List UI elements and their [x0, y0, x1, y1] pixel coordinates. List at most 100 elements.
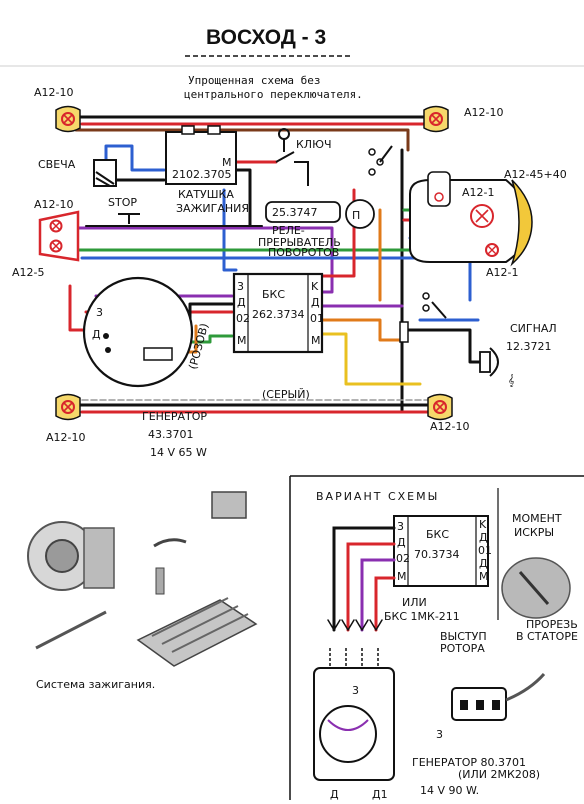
- variant-term-right-2: Д: [479, 531, 488, 544]
- variant-term-right-5: M: [479, 570, 489, 583]
- horn-label-line-1: СИГНАЛ: [510, 322, 557, 335]
- relay-model: 25.3747: [272, 206, 318, 219]
- variant-or-label: ИЛИ: [402, 596, 427, 609]
- lamp-label-bottom-right: A12-10: [430, 420, 470, 433]
- bks-term-left-1: 3: [237, 280, 244, 293]
- spark-plug: [93, 159, 117, 187]
- turn-switch: [368, 145, 393, 176]
- wire-yellow-bks-right: [320, 332, 422, 386]
- variant-pin-3-top: 3: [352, 684, 359, 697]
- relay-label-line-3: ПОВОРОТОВ: [268, 246, 339, 259]
- horn-label-line-2: 12.3721: [506, 340, 552, 353]
- variant-slot-line-1: ПРОРЕЗЬ: [526, 618, 578, 631]
- variant-bks-model: 70.3734: [414, 548, 460, 561]
- lamp-bottom-left: [55, 393, 81, 421]
- lamp-bottom-right: [427, 393, 453, 421]
- relay-label-line-2: ПРЕРЫВАТЕЛЬ: [258, 236, 341, 249]
- bks-module: [232, 272, 324, 354]
- horn: 𝄞: [479, 347, 515, 387]
- generator-model: 43.3701: [148, 428, 194, 441]
- wire-violet-top: [68, 226, 334, 294]
- variant-term-right-4: Д: [479, 557, 488, 570]
- stop-label: STOP: [108, 196, 137, 209]
- bks-model: 262.3734: [252, 308, 305, 321]
- lamp-top-left: [55, 105, 81, 133]
- switch-block: [399, 292, 447, 343]
- bks-term-right-1: K: [311, 280, 319, 293]
- bks-term-left-3: 02: [236, 312, 250, 325]
- svg-text:Д: Д: [92, 328, 101, 341]
- relay-label-line-1: РЕЛЕ-: [272, 224, 305, 237]
- variant-title: ВАРИАНТ СХЕМЫ: [316, 490, 439, 503]
- headlight: [409, 171, 533, 267]
- variant-rotor-line-1: ВЫСТУП: [440, 630, 487, 643]
- variant-frame: [289, 475, 584, 800]
- variant-bks-title: БКС: [426, 528, 449, 541]
- variant-bks-module: [393, 515, 489, 587]
- variant-bks-alt: БКС 1МК-211: [384, 610, 460, 623]
- variant-pin-3: 3: [436, 728, 443, 741]
- bks-term-left-2: Д: [237, 296, 246, 309]
- coil-label-line-1: КАТУШКА: [178, 188, 234, 201]
- lamp-label-mid-left-lower: A12-5: [12, 266, 45, 279]
- ignition-system-illustration: [27, 491, 258, 667]
- lamp-label-headlight: A12-45+40: [504, 168, 567, 181]
- variant-generator-line-2: (ИЛИ 2МК208): [458, 768, 540, 781]
- variant-term-left-3: 02: [396, 552, 410, 565]
- variant-generator-line-1: ГЕНЕРАТОР 80.3701: [412, 756, 526, 769]
- variant-term-right-3: 01: [478, 544, 492, 557]
- page-title: ВОСХОД - 3: [206, 26, 326, 49]
- coil-m-terminal: M: [222, 156, 232, 169]
- ignition-system-caption: Система зажигания.: [36, 678, 155, 691]
- variant-wires: [327, 526, 396, 632]
- lamp-label-bottom-left: A12-10: [46, 431, 86, 444]
- bks-term-right-3: 01: [310, 312, 324, 325]
- variant-connector: [451, 673, 546, 721]
- wire-green: [68, 230, 442, 252]
- svg-text:𝄞: 𝄞: [508, 374, 515, 387]
- bks-term-right-2: Д: [311, 296, 320, 309]
- variant-moment-line-2: ИСКРЫ: [514, 526, 554, 539]
- coil-label-line-2: ЗАЖИГАНИЯ: [176, 202, 249, 215]
- bks-term-left-4: M: [237, 334, 247, 347]
- lamp-label-top-left: A12-10: [34, 86, 74, 99]
- variant-term-left-4: M: [397, 570, 407, 583]
- generator-label: ГЕНЕРАТОР: [142, 410, 207, 423]
- generator-spec: 14 V 65 W: [150, 446, 207, 459]
- svg-text:П: П: [352, 209, 360, 222]
- key-label: КЛЮЧ: [296, 138, 332, 151]
- variant-term-right-1: K: [479, 518, 487, 531]
- lamp-label-top-right: A12-10: [464, 106, 504, 119]
- variant-generator: [313, 648, 395, 781]
- spark-plug-label: СВЕЧА: [38, 158, 76, 171]
- variant-pin-d1: Д1: [372, 788, 388, 800]
- lamp-label-mid-left: A12-10: [34, 198, 74, 211]
- bks-term-right-4: M: [311, 334, 321, 347]
- wire-orange-bks-right: [320, 318, 404, 342]
- variant-rotor-photo: [501, 557, 571, 619]
- lamp-mid-left: [38, 210, 80, 262]
- lamp-label-headlight-a: A12-1: [462, 186, 495, 199]
- variant-rotor-line-2: РОТОРА: [440, 642, 485, 655]
- wire-black-coil-m: [234, 168, 252, 228]
- variant-term-left-2: Д: [397, 536, 406, 549]
- generator: [82, 276, 194, 388]
- wire-black-horn: [400, 328, 490, 364]
- key-switch: [275, 128, 309, 186]
- ignition-coil: [165, 125, 237, 185]
- variant-slot-line-2: В СТАТОРЕ: [516, 630, 578, 643]
- wire-blue-plug: [104, 144, 166, 172]
- lamp-label-headlight-b: A12-1: [486, 266, 519, 279]
- coil-model: 2102.3705: [172, 168, 232, 181]
- subtitle-line-1: Упрощенная схема без: [188, 74, 320, 87]
- lamp-top-right: [423, 105, 449, 133]
- grey-wire-label: (СЕРЫЙ): [262, 388, 310, 401]
- variant-pin-d: Д: [330, 788, 339, 800]
- bks-title: БКС: [262, 288, 285, 301]
- stop-switch: [112, 213, 146, 227]
- svg-text:3: 3: [96, 306, 103, 319]
- variant-term-left-1: 3: [397, 520, 404, 533]
- variant-moment-line-1: МОМЕНТ: [512, 512, 562, 525]
